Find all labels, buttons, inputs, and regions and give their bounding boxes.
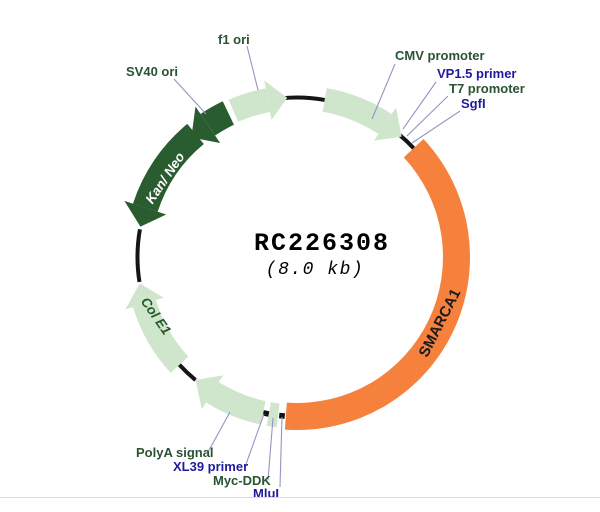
- leader-line-f1-ori: [246, 45, 259, 91]
- backbone-arc: [398, 133, 416, 150]
- feature-arrowhead-f1-ori: [264, 80, 288, 120]
- feature-arrowhead-col-e1: [125, 283, 164, 310]
- label-myc-ddk: Myc-DDK: [213, 473, 271, 488]
- feature-band-myc-ddk-tag: [266, 402, 280, 428]
- label-cmv-promoter: CMV promoter: [395, 48, 485, 63]
- feature-arrowhead-cmv-promoter: [374, 107, 402, 141]
- feature-arrowhead-kan-neo: [124, 200, 167, 227]
- feature-band-polya-signal: [206, 382, 266, 425]
- label-t7-promoter: T7 promoter: [449, 81, 525, 96]
- feature-band-cmv-promoter: [322, 88, 392, 134]
- plasmid-size: (8.0 kb): [265, 260, 365, 280]
- plasmid-title-block: RC226308 (8.0 kb): [233, 229, 411, 281]
- site-dot: [262, 410, 270, 417]
- leader-line-sv40-ori: [173, 78, 207, 115]
- feature-arrowhead-polya-signal: [195, 375, 224, 410]
- label-f1-ori: f1 ori: [218, 32, 250, 47]
- feature-band-f1-ori: [228, 88, 271, 122]
- backbone-arc: [281, 95, 326, 102]
- leader-line-mlui-site: [279, 416, 283, 488]
- label-sv40-ori: SV40 ori: [126, 64, 179, 79]
- leader-line-xl39-primer: [244, 413, 265, 468]
- leader-line-vp15-primer: [402, 81, 437, 130]
- plasmid-name: RC226308: [253, 229, 391, 258]
- leader-line-cmv-promoter: [371, 63, 396, 120]
- feature-band-col-e1: [132, 300, 189, 373]
- leader-line-polya-signal: [207, 411, 231, 453]
- backbone-arc: [177, 363, 197, 382]
- feature-band-smarca1-orf: [284, 139, 471, 431]
- leader-line-myc-ddk: [267, 417, 274, 481]
- feature-band-kan-neo: [132, 123, 204, 212]
- feature-arrowhead-sv40-ori: [191, 106, 221, 144]
- label-sgfi-site: SgfI: [461, 96, 486, 111]
- label-polya-signal: PolyA signal: [136, 445, 214, 460]
- label-vp15-primer: VP1.5 primer: [437, 66, 517, 81]
- bottom-divider: [0, 497, 600, 498]
- leader-line-sgfi-site: [411, 110, 461, 144]
- label-xl39-primer: XL39 primer: [173, 459, 249, 474]
- label-mlui-site: MluI: [253, 486, 279, 501]
- backbone-arc: [135, 228, 142, 283]
- leader-line-t7-promoter: [406, 95, 449, 137]
- feature-band-sv40-ori: [200, 101, 234, 136]
- site-dot: [278, 412, 286, 419]
